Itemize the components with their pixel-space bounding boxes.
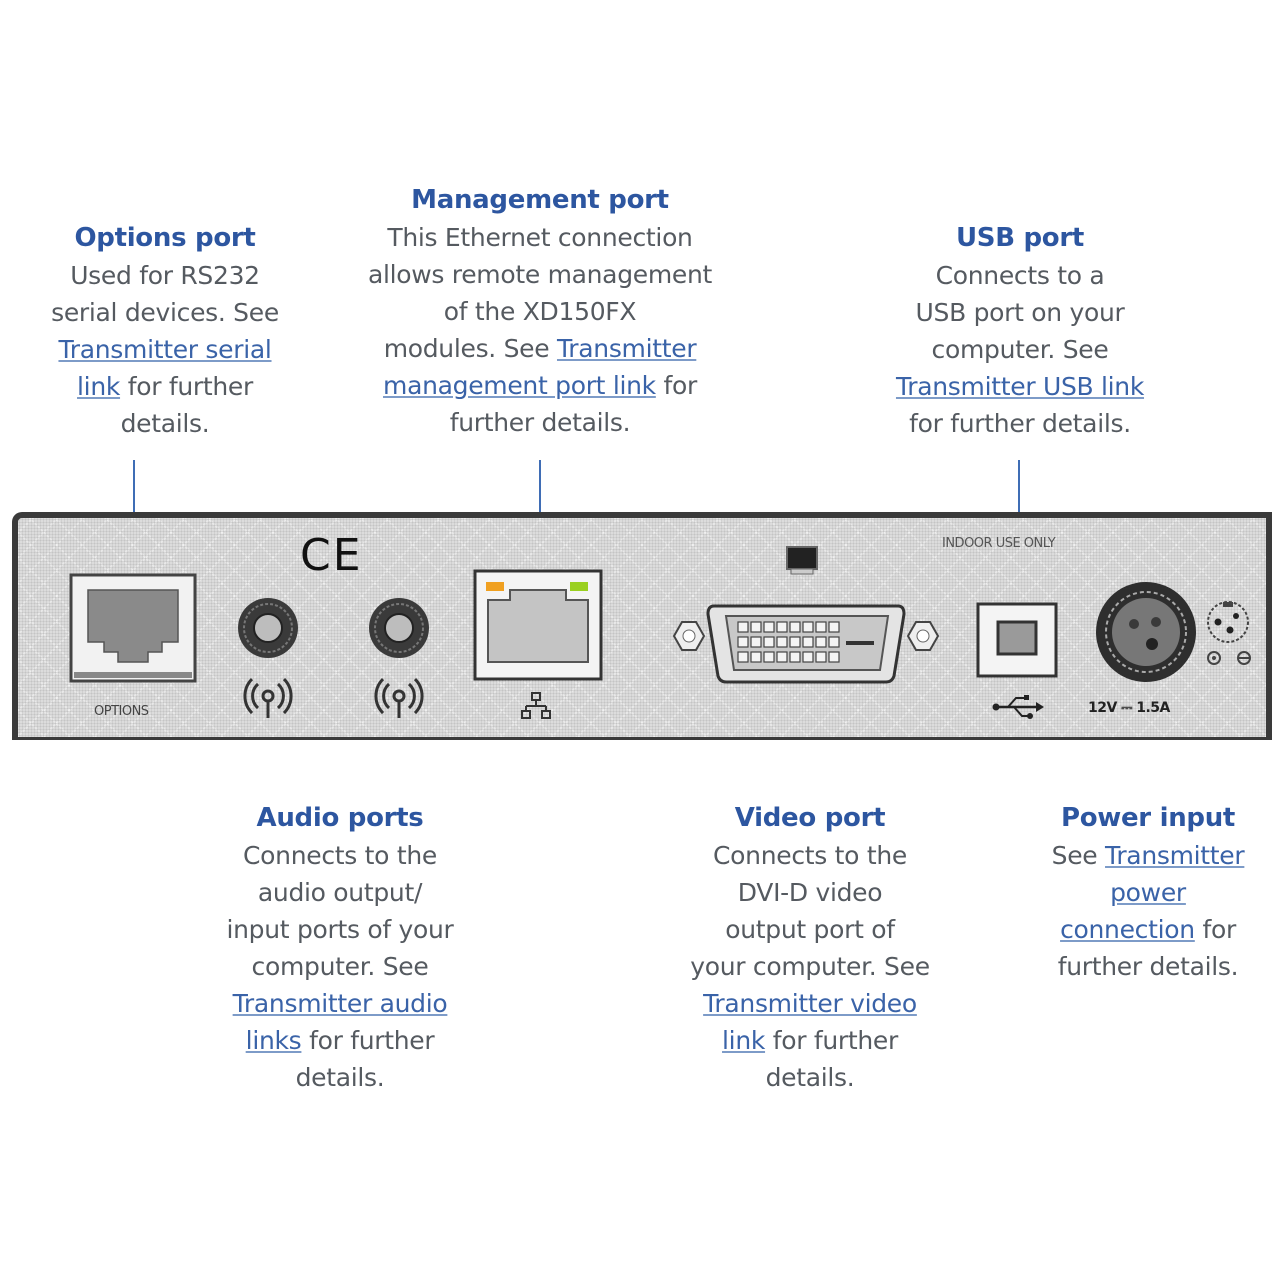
link-led (486, 582, 504, 591)
dvi-pin (828, 636, 840, 648)
usb-icon (992, 695, 1044, 719)
transmitter-management-port-link[interactable]: management port link (383, 371, 656, 400)
dvi-pin (763, 621, 775, 633)
transmitter-serial-link[interactable]: link (77, 372, 121, 401)
audio-port-1 (238, 598, 298, 658)
management-port-line: of the XD150FX (443, 297, 637, 326)
transmitter-video-link[interactable]: link (722, 1026, 766, 1055)
options-port-connector (69, 573, 197, 683)
dvi-pin (815, 636, 827, 648)
options-port-text: for further (120, 372, 254, 401)
video-port-line: output port of (725, 915, 895, 944)
activity-led (570, 582, 588, 591)
audio-ports-line: details. (295, 1063, 385, 1092)
dvi-pin (776, 621, 788, 633)
dvi-pin (802, 621, 814, 633)
audio-ports-title: Audio ports (256, 803, 424, 833)
management-port-text: for (655, 371, 697, 400)
audio-ports-line: Connects to the (243, 841, 437, 870)
dvi-pin (750, 621, 762, 633)
dvi-pin (763, 636, 775, 648)
transmitter-power-connection-link[interactable]: Transmitter (1105, 841, 1245, 870)
dvi-pin (763, 651, 775, 663)
power-rating-label: 12V ⎓ 1.5A (1088, 700, 1170, 716)
dvi-pin (750, 636, 762, 648)
video-port-line: your computer. See (690, 952, 930, 981)
callout-usb-port: USB port Connects to a USB port on your … (870, 220, 1170, 442)
transmitter-power-connection-link[interactable]: power (1110, 878, 1186, 907)
management-port-line: This Ethernet connection (387, 223, 693, 252)
audio-icon (374, 677, 424, 718)
usb-port-title: USB port (955, 223, 1085, 253)
dvi-pin (737, 651, 749, 663)
management-port-title: Management port (411, 185, 669, 215)
audio-port-2 (369, 598, 429, 658)
options-port-label: OPTIONS (94, 704, 149, 719)
power-input-text: See (1051, 841, 1106, 870)
power-pinout-icon (1207, 601, 1251, 665)
power-input-title: Power input (1060, 803, 1236, 833)
options-port-line: serial devices. See (51, 298, 279, 327)
transmitter-power-connection-link[interactable]: connection (1060, 915, 1195, 944)
management-port-line: further details. (449, 408, 631, 437)
power-input-line: further details. (1057, 952, 1239, 981)
usb-port-connector (976, 602, 1058, 678)
callout-audio-ports: Audio ports Connects to the audio output… (200, 800, 480, 1096)
transmitter-audio-links-link[interactable]: links (245, 1026, 302, 1055)
audio-ports-line: input ports of your (226, 915, 454, 944)
audio-ports-line: audio output/ (257, 878, 423, 907)
indoor-use-only-label: INDOOR USE ONLY (942, 536, 1056, 551)
callout-power-input: Power input See Transmitter power connec… (1030, 800, 1266, 985)
management-port-line: allows remote management (367, 260, 713, 289)
usb-port-line: for further details. (909, 409, 1131, 438)
dvi-pin (828, 621, 840, 633)
dvi-pin (737, 636, 749, 648)
usb-port-line: USB port on your (915, 298, 1125, 327)
video-port-title: Video port (734, 803, 886, 833)
power-input-text: for (1194, 915, 1236, 944)
dvi-pin (815, 621, 827, 633)
usb-port-line: computer. See (931, 335, 1109, 364)
callout-management-port: Management port This Ethernet connection… (360, 182, 720, 441)
power-input-connector (1096, 582, 1196, 682)
options-port-line: details. (120, 409, 210, 438)
dvi-pin (828, 651, 840, 663)
dvi-pin (750, 651, 762, 663)
audio-ports-text: for further (301, 1026, 435, 1055)
management-port-connector (473, 569, 603, 681)
network-icon (521, 692, 551, 719)
transmitter-management-port-link[interactable]: Transmitter (556, 334, 697, 363)
dvi-pin (815, 651, 827, 663)
management-port-text: modules. See (383, 334, 557, 363)
ce-mark: CE (300, 530, 363, 581)
usb-port-line: Connects to a (935, 261, 1105, 290)
dvi-pin (789, 636, 801, 648)
dvi-pin (776, 651, 788, 663)
dvi-pin (737, 621, 749, 633)
video-port-line: DVI-D video (737, 878, 883, 907)
callout-options-port: Options port Used for RS232 serial devic… (40, 220, 290, 442)
dvi-pin (802, 636, 814, 648)
dvi-pin (802, 651, 814, 663)
monitor-icon (786, 546, 818, 575)
dvi-pin (789, 621, 801, 633)
transmitter-audio-links-link[interactable]: Transmitter audio (232, 989, 448, 1018)
dvi-pin (776, 636, 788, 648)
audio-icon (243, 677, 293, 718)
transmitter-serial-link[interactable]: Transmitter serial (58, 335, 272, 364)
video-port-line: Connects to the (713, 841, 907, 870)
transmitter-video-link[interactable]: Transmitter video (703, 989, 917, 1018)
video-port-line: details. (765, 1063, 855, 1092)
device-rear-panel (12, 512, 1272, 740)
transmitter-usb-link[interactable]: Transmitter USB link (895, 372, 1145, 401)
options-port-line: Used for RS232 (70, 261, 260, 290)
audio-ports-line: computer. See (251, 952, 429, 981)
video-port-text: for further (765, 1026, 899, 1055)
callout-video-port: Video port Connects to the DVI-D video o… (670, 800, 950, 1096)
video-port-connector (672, 604, 940, 684)
options-port-title: Options port (74, 223, 256, 253)
dvi-pin (789, 651, 801, 663)
